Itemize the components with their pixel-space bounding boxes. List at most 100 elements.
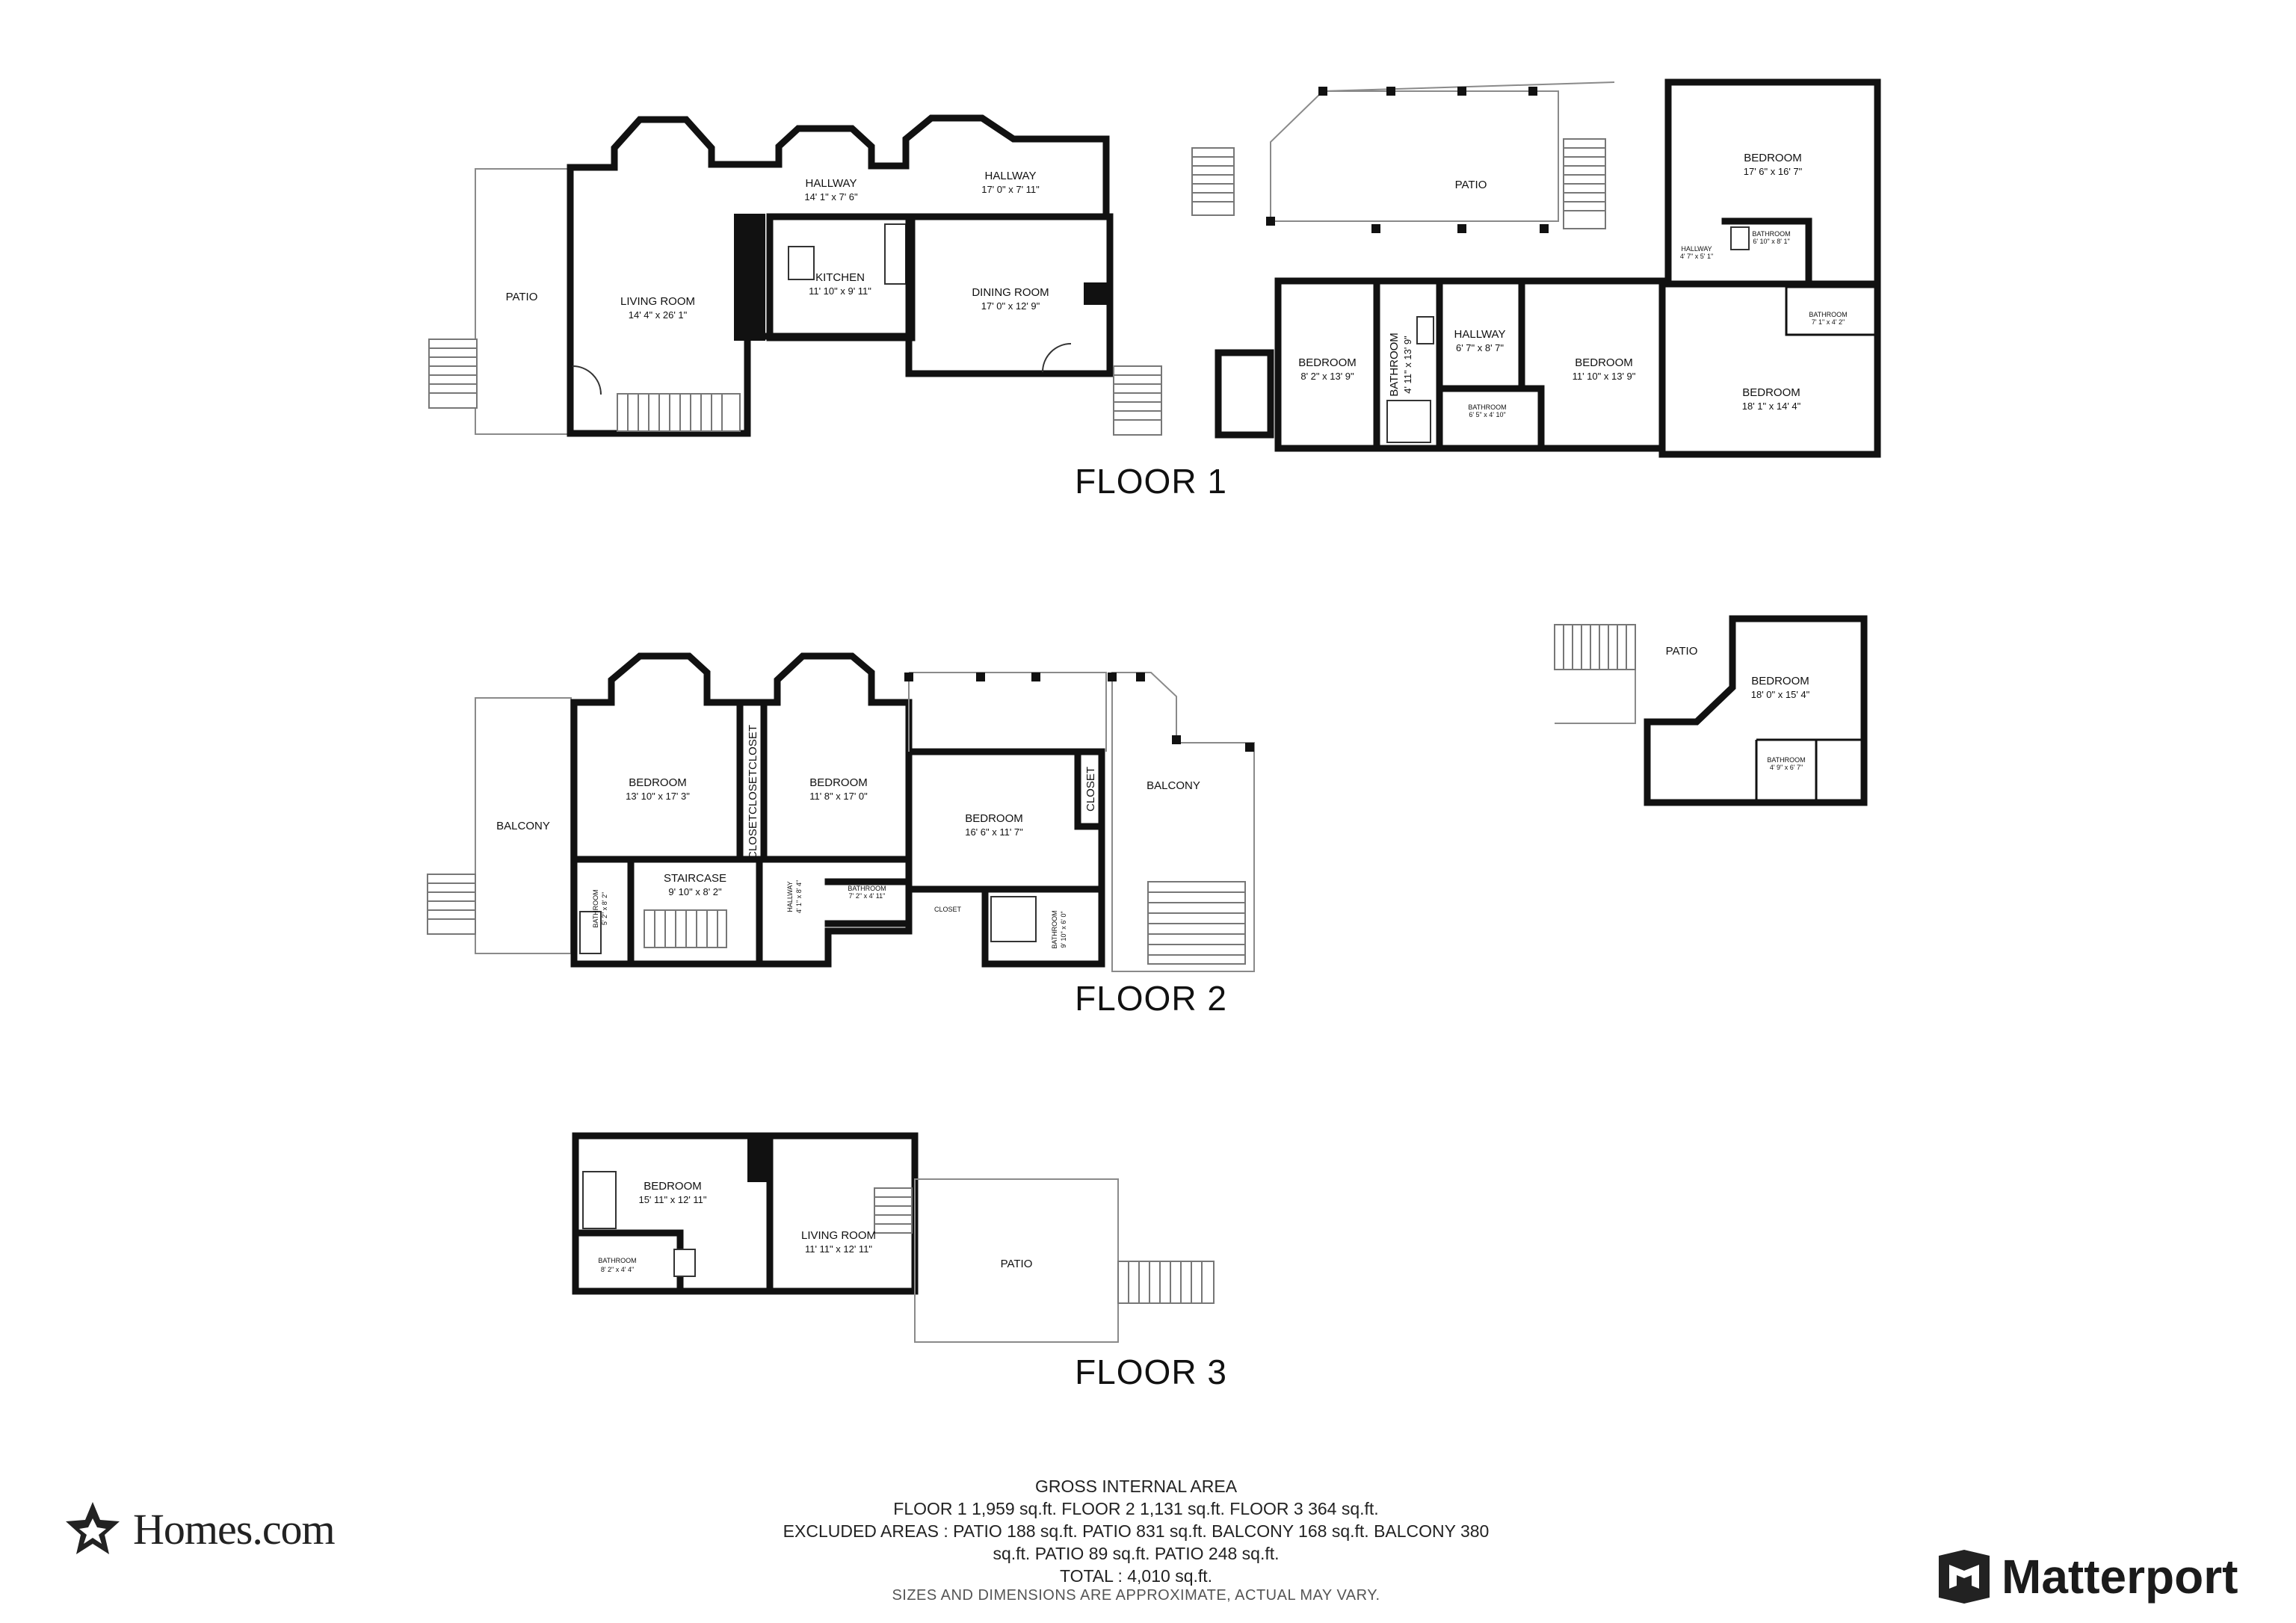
f1-bathroom-d-dim: 7' 1" x 4' 2" [1812,318,1845,326]
summary-excluded-line-2: sq.ft. PATIO 89 sq.ft. PATIO 248 sq.ft. [993,1544,1280,1563]
f2-bathroom-b-dim: 7' 2" x 4' 11" [849,892,886,900]
floor-3-plan: BEDROOM 15' 11" x 12' 11" BATHROOM 8' 2"… [572,1132,1227,1391]
f2-balcony-posts [904,673,1254,752]
f1-annex-patio-label: PATIO [1666,645,1698,658]
f1-annex-bathroom-label: BATHROOM [1767,756,1805,764]
f2-bathtub-a [579,911,602,954]
f1-hallway-d-label: HALLWAY [1681,245,1712,253]
f2-bedroom-c-dim: 16' 6" x 11' 7" [965,826,1023,838]
f2-bedroom-a-label: BEDROOM [629,776,687,789]
floor-2-plan: BALCONY BEDROOM 13' 10" x 17' 3" CLOSET … [427,652,1255,1018]
homes-star-icon [66,1502,120,1554]
f1-living-label: LIVING ROOM [620,295,695,308]
matterport-logo: Matterport [1936,1545,2238,1608]
f2-north-outline [908,672,1107,752]
f3-patio-label: PATIO [1001,1258,1033,1270]
area-summary: GROSS INTERNAL AREA FLOOR 1 1,959 sq.ft.… [718,1475,1555,1587]
f3-living-dim: 11' 11" x 12' 11" [805,1243,872,1255]
f2-bedroom-b-dim: 11' 8" x 17' 0" [809,791,868,802]
floor-1-plan: PATIO LIVING ROOM 14' 4" x 26' 1" HALLWA… [428,78,1881,806]
f1-living-door [572,365,602,395]
f1-hallway-d-dim: 4' 7" x 5' 1" [1680,253,1713,260]
f1-bedroom-b-label: BEDROOM [1575,356,1633,369]
f2-bathroom-a-dim: 5' 2" x 8' 2" [601,892,608,925]
f2-bathroom-c-label: BATHROOM [1051,910,1058,948]
f1-bedroom-a-label: BEDROOM [1298,356,1357,369]
f1-toilet-c [1730,226,1750,250]
f1-patio-north-outline [1270,90,1559,222]
f1-patio-posts [1266,87,1549,233]
f1-bathroom-d-label: BATHROOM [1809,311,1847,318]
f1-patio-east-stairs [1563,138,1606,229]
f2-staircase-label: STAIRCASE [664,872,726,885]
f2-balcony-west-label: BALCONY [496,820,550,832]
f3-stairs [874,1187,913,1234]
summary-excluded-line-1: EXCLUDED AREAS : PATIO 188 sq.ft. PATIO … [783,1521,1490,1541]
f2-bathroom-a-label: BATHROOM [592,889,599,927]
f1-kitchen-counter [884,223,907,285]
f1-bedroom-ne-dim: 17' 6" x 16' 7" [1744,166,1803,177]
f2-staircase-steps [644,909,727,948]
f1-hallway-b-dim: 17' 0" x 7' 11" [981,184,1040,195]
f2-bedroom-c-label: BEDROOM [965,812,1023,825]
f1-bathroom-b-dim: 6' 5" x 4' 10" [1469,411,1505,418]
homes-logo: Homes.com [63,1499,336,1559]
f1-dining-fireplace [1084,282,1111,305]
f1-north-stairs [1191,147,1235,216]
f1-south-stairs [1113,365,1162,436]
f2-west-walls [570,652,913,968]
f1-kitchen-dim: 11' 10" x 9' 11" [809,285,871,297]
f3-bathroom-label: BATHROOM [598,1257,636,1264]
f1-dining-label: DINING ROOM [972,286,1049,299]
f1-dining-dim: 17' 0" x 12' 9" [981,300,1040,312]
f3-chimney [747,1137,770,1182]
summary-heading: GROSS INTERNAL AREA [1034,1477,1238,1496]
f1-bathroom-b-walls [1436,385,1545,452]
matterport-logo-text: Matterport [2002,1550,2238,1604]
f3-bedroom-dim: 15' 11" x 12' 11" [638,1194,706,1205]
f1-bathtub-a [1386,400,1431,443]
f1-bedroom-a-dim: 8' 2" x 13' 9" [1300,371,1354,382]
f3-living-label: LIVING ROOM [801,1229,876,1242]
f2-bedroom-a-dim: 13' 10" x 17' 3" [626,791,690,802]
f1-annex-bedroom-dim: 18' 0" x 15' 4" [1751,689,1810,700]
f1-annex-bedroom-label: BEDROOM [1751,675,1809,687]
f1-dining-door [1042,343,1072,373]
f3-patio-stairs [1117,1261,1215,1304]
f1-fireplace [734,214,765,341]
floor-3-title: FLOOR 3 [1075,1352,1227,1391]
f2-closet-d-label: CLOSET [1084,767,1097,812]
f2-bathroom-b-walls [824,878,913,927]
floor-1-title: FLOOR 1 [1075,462,1227,501]
f1-hallway-b-label: HALLWAY [985,170,1037,182]
f2-closet-a-label: CLOSET [747,725,759,770]
f3-bedroom-label: BEDROOM [644,1180,702,1193]
f1-small-stair-room [1215,349,1274,439]
f1-bedroom-se-label: BEDROOM [1742,386,1800,399]
f2-bathroom-b-label: BATHROOM [848,885,886,892]
f1-annex-bathroom-dim: 4' 9" x 6' 7" [1770,764,1803,771]
f3-bathroom-dim: 8' 2" x 4' 4" [601,1266,634,1273]
f1-annex-bath-walls [1755,738,1864,803]
summary-floor-areas: FLOOR 1 1,959 sq.ft. FLOOR 2 1,131 sq.ft… [893,1499,1379,1518]
f3-bathtub [582,1171,617,1229]
f1-bathroom-c-label: BATHROOM [1752,230,1790,238]
f1-bedroom-se-walls [1658,280,1881,458]
f2-balcony-west-stairs [427,874,476,935]
f2-bedroom-b-label: BEDROOM [809,776,868,789]
f1-living-dim: 14' 4" x 26' 1" [629,309,688,321]
matterport-cube-icon [1939,1550,1990,1604]
f2-balcony-east-stairs [1147,881,1246,965]
f1-kitchen-label: KITCHEN [815,271,865,284]
f2-closet-c-label: CLOSET [747,814,759,859]
floor-2-title: FLOOR 2 [1075,979,1227,1018]
f1-bedroom-ne-label: BEDROOM [1744,152,1802,164]
f1-bathroom-d-walls [1785,285,1877,336]
f2-balcony-east-label: BALCONY [1147,779,1200,792]
f1-bathroom-a-label: BATHROOM [1388,333,1401,397]
f3-outer-walls [572,1132,919,1295]
f1-bathroom-c-dim: 6' 10" x 8' 1" [1753,238,1789,245]
f2-hallway-dim: 4' 1" x 8' 4" [795,880,803,913]
f1-bathroom-b-label: BATHROOM [1468,404,1506,411]
